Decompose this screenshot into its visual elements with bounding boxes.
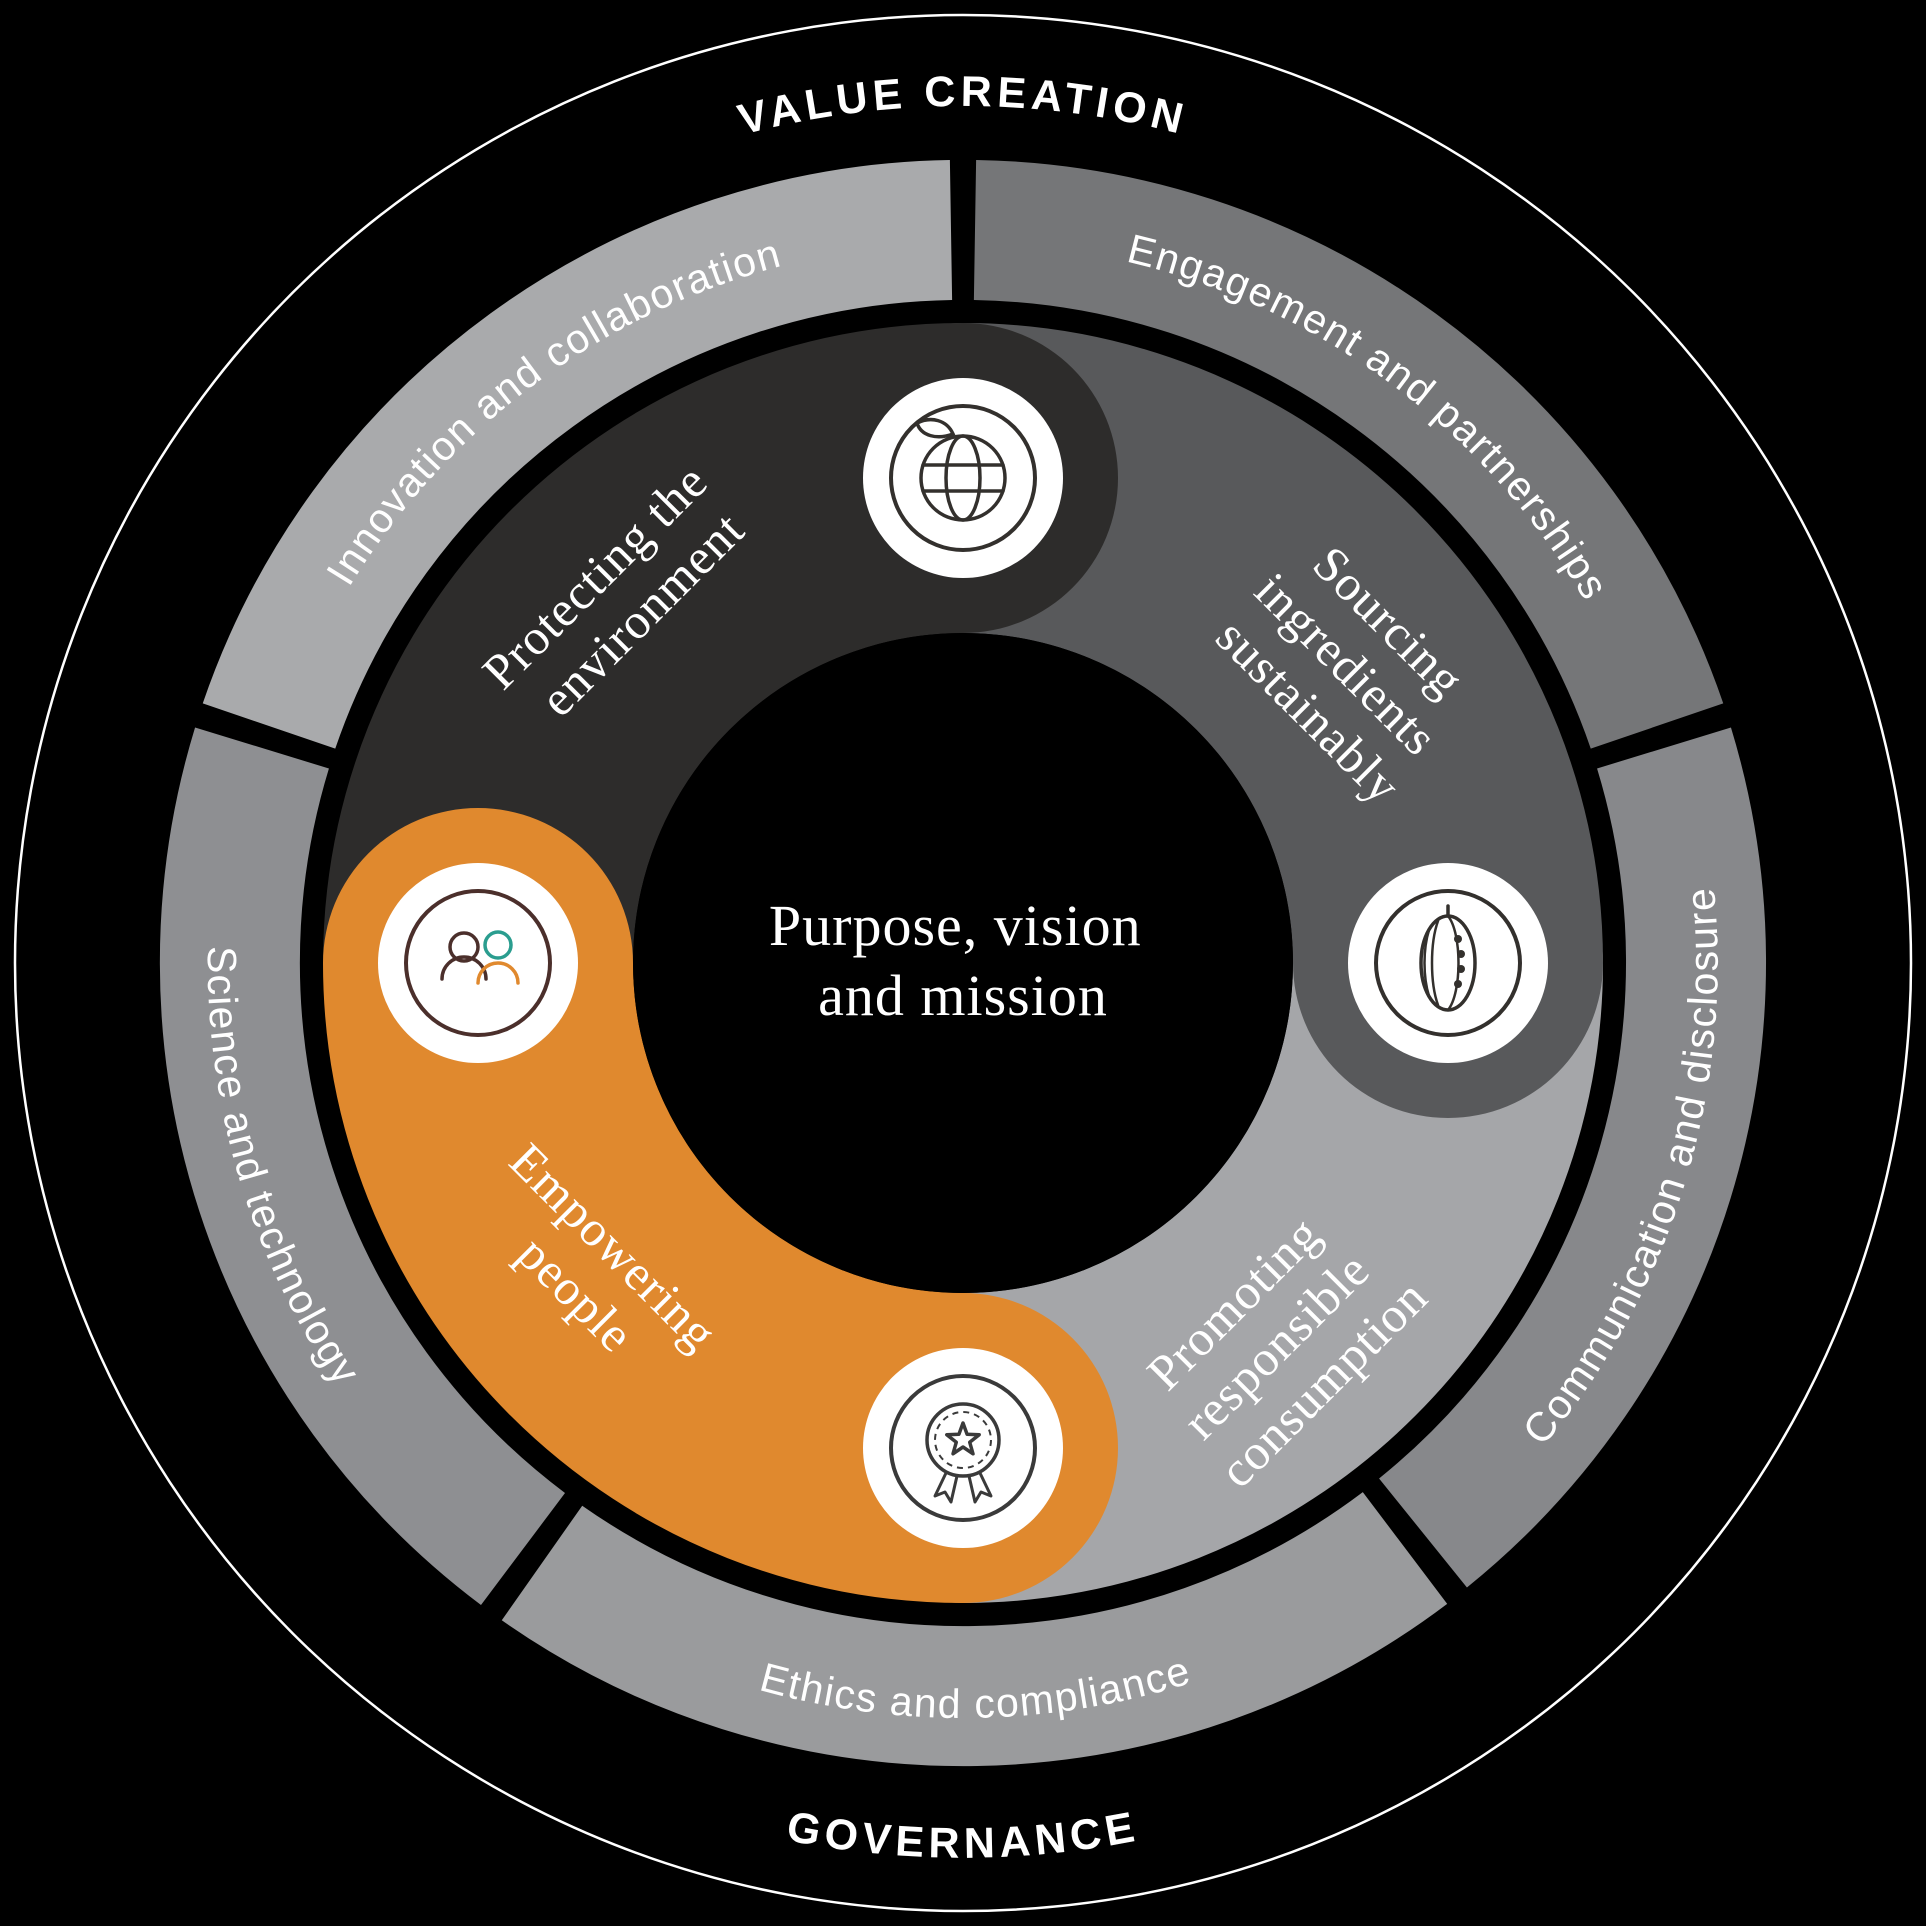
center-hub [633, 633, 1293, 1293]
pod-ridge-1 [1430, 919, 1440, 1007]
cocoa-seed [1454, 980, 1462, 988]
pillar-arc-empowering-people [323, 808, 1118, 1603]
medal-circle [925, 1402, 1001, 1478]
icon-ring [1374, 889, 1522, 1037]
enabler-arc-engagement [973, 160, 1724, 749]
icon-ring [404, 889, 552, 1037]
person-head-left [448, 931, 480, 963]
cocoa-seed [1454, 935, 1462, 943]
enabler-arc-ethics [501, 1492, 1448, 1767]
enabler-arc-communication [1378, 727, 1766, 1588]
person-body-right [476, 961, 520, 985]
star-shape [945, 1421, 981, 1456]
outer-boundary-circle [13, 13, 1913, 1913]
globe-meridian [944, 434, 982, 522]
enabler-arc-science [159, 727, 566, 1605]
ribbon-right [967, 1472, 993, 1504]
person-head-right [483, 930, 513, 960]
award-ribbon-icon [889, 1374, 1037, 1522]
ribbon-left [933, 1472, 959, 1504]
icon-ring [889, 1374, 1037, 1522]
cocoa-pod-icon [1374, 889, 1522, 1037]
pod-ridge-2 [1423, 928, 1431, 998]
people-icon [404, 889, 552, 1037]
pod-split [1446, 914, 1460, 1012]
leaf-shape [914, 417, 956, 439]
cocoa-seed [1457, 950, 1465, 958]
globe-leaf-icon [889, 404, 1037, 552]
rosette-edge [934, 1411, 992, 1469]
icon-ring [889, 404, 1037, 552]
cocoa-seed [1457, 965, 1465, 973]
center-purpose-label: Purpose, vision and mission [769, 893, 1157, 1028]
enabler-arc-innovation [202, 160, 953, 749]
